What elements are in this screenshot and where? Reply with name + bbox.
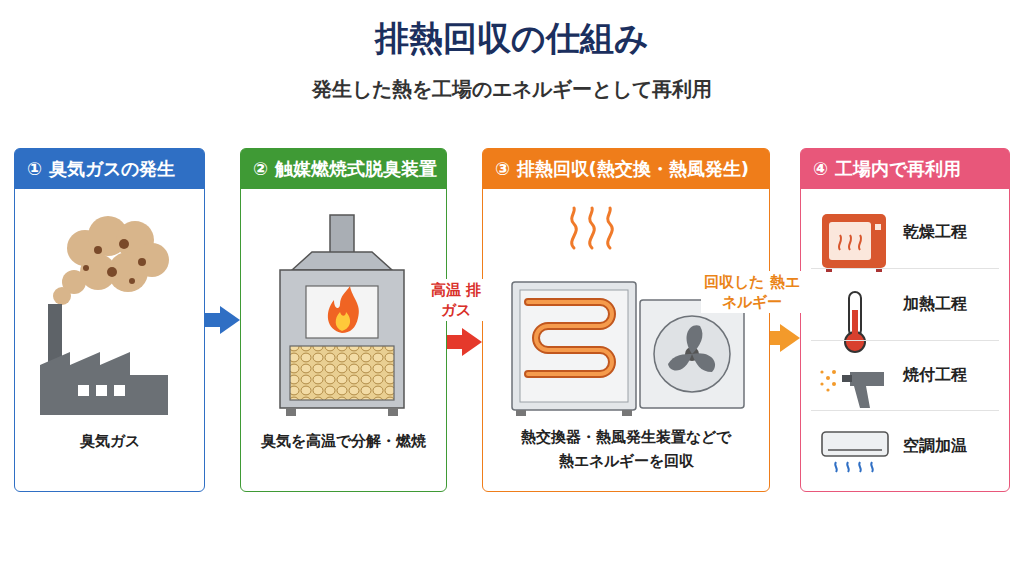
panel-heading: ① 臭気ガスの発生 — [15, 149, 204, 189]
air-conditioner-icon — [822, 432, 888, 472]
flow-arrow — [770, 331, 780, 345]
heat-exchanger — [512, 282, 636, 416]
arrow-label: 高温 排ガス — [425, 279, 487, 322]
title: 排熱回収の仕組み — [0, 16, 1024, 62]
reuse-row: 焼付工程 — [811, 341, 999, 411]
panel-heading: ④ 工場内で再利用 — [801, 149, 1009, 189]
heat-waves — [572, 208, 613, 248]
factory — [40, 304, 168, 415]
deodorizer — [280, 215, 404, 416]
panel-heading: ② 触媒燃焼式脱臭装置 — [241, 149, 446, 189]
flow-arrow — [447, 335, 462, 349]
spray-gun-icon — [820, 370, 884, 408]
reuse-row: 加熱工程 — [811, 269, 999, 341]
process-name: 乾燥工程 — [811, 222, 967, 243]
odor-cloud — [53, 216, 169, 305]
stage-panel: ② 触媒燃焼式脱臭装置臭気を高温で分解・燃焼 — [240, 148, 447, 492]
subtitle: 発生した熱を工場のエネルギーとして再利用 — [0, 76, 1024, 103]
panel-body-text: 臭気ガス — [25, 429, 195, 453]
thermometer-icon — [845, 292, 865, 352]
oven-icon — [822, 214, 886, 272]
process-name: 加熱工程 — [811, 294, 967, 315]
fan-unit — [640, 300, 744, 408]
reuse-row: 乾燥工程 — [811, 197, 999, 269]
stage-panel: ① 臭気ガスの発生臭気ガス — [14, 148, 205, 492]
process-name: 空調加温 — [811, 436, 967, 457]
process-name: 焼付工程 — [811, 365, 967, 386]
arrow-label: 回収した 熱エネルギー — [701, 271, 803, 314]
stage-panel: ③ 排熱回収(熱交換・熱風発生) 熱交換器・熱風発生装置などで 熱エネルギーを回収 — [482, 148, 770, 492]
reuse-row: 空調加温 — [811, 411, 999, 481]
panel-heading: ③ 排熱回収(熱交換・熱風発生) — [483, 149, 769, 189]
stage-panel: 乾燥工程加熱工程焼付工程空調加温 ④ 工場内で再利用 — [800, 148, 1010, 492]
panel-body-text: 熱交換器・熱風発生装置などで 熱エネルギーを回収 — [516, 425, 736, 473]
panel-body-text: 臭気を高温で分解・燃焼 — [246, 429, 442, 453]
flow-arrow — [205, 313, 220, 327]
